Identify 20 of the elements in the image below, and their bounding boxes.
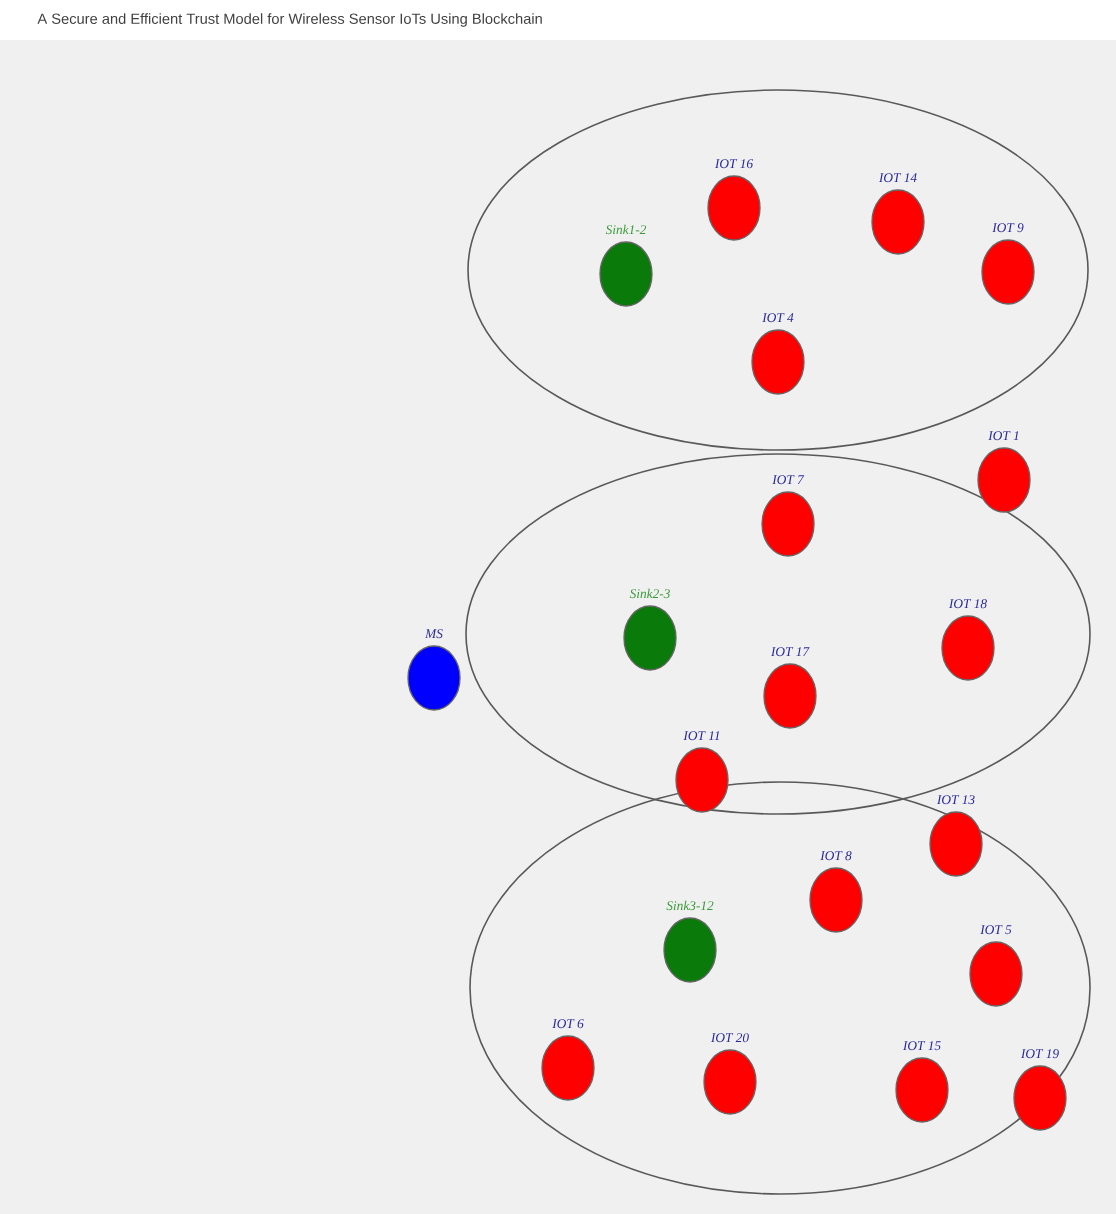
sensor-node	[809, 867, 863, 933]
sensor-node	[871, 189, 925, 255]
mobile-node	[407, 645, 461, 711]
sensor-node	[895, 1057, 949, 1123]
sensor-node	[941, 615, 995, 681]
sensor-node	[751, 329, 805, 395]
cluster-ellipse	[465, 453, 1091, 815]
sink-node	[623, 605, 677, 671]
sensor-node	[981, 239, 1035, 305]
cluster-ellipse	[467, 89, 1089, 451]
sink-node	[663, 917, 717, 983]
sensor-node	[761, 491, 815, 557]
sensor-node	[969, 941, 1023, 1007]
sensor-node	[703, 1049, 757, 1115]
sensor-node	[763, 663, 817, 729]
sensor-node	[977, 447, 1031, 513]
cluster-ellipse	[469, 781, 1091, 1195]
sink-node	[599, 241, 653, 307]
sensor-node	[707, 175, 761, 241]
sensor-node	[541, 1035, 595, 1101]
